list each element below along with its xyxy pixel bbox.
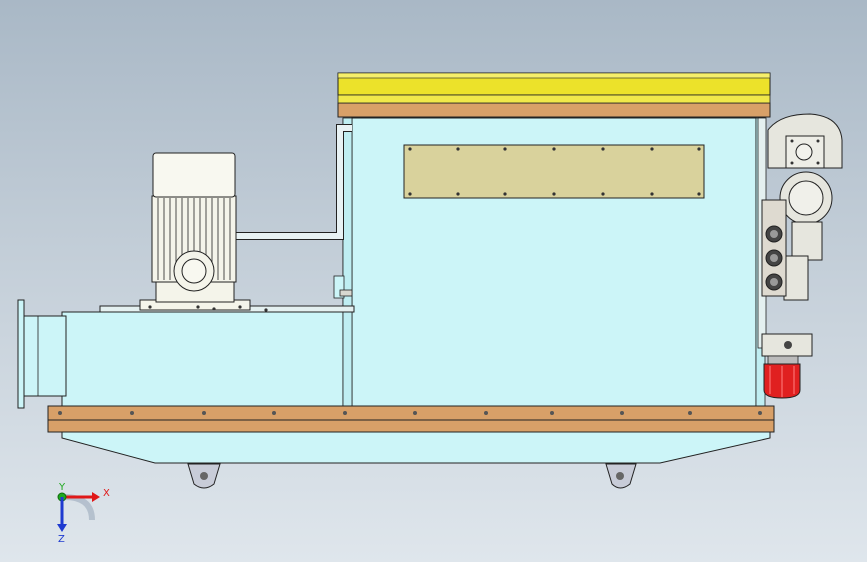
- warning-lamp: [761, 333, 813, 399]
- top-cover: [337, 72, 771, 104]
- bottom-strip-bolts: [58, 411, 762, 415]
- inlet-duct: [17, 299, 67, 409]
- axis-triad[interactable]: X Y Z: [57, 482, 110, 545]
- control-gearbox: [757, 113, 843, 349]
- side-bracket: [333, 275, 353, 299]
- bottom-wood-strip: [47, 405, 775, 433]
- motor-assembly: [99, 152, 355, 313]
- x-axis-label: X: [103, 488, 110, 499]
- lower-housing: [61, 311, 355, 409]
- inspection-panel: [403, 144, 705, 199]
- z-axis-label: Z: [58, 534, 65, 545]
- hopper-base: [61, 431, 771, 464]
- lifting-lugs: [187, 463, 637, 489]
- y-axis-label: Y: [58, 482, 66, 493]
- transfer-pipe: [236, 124, 352, 240]
